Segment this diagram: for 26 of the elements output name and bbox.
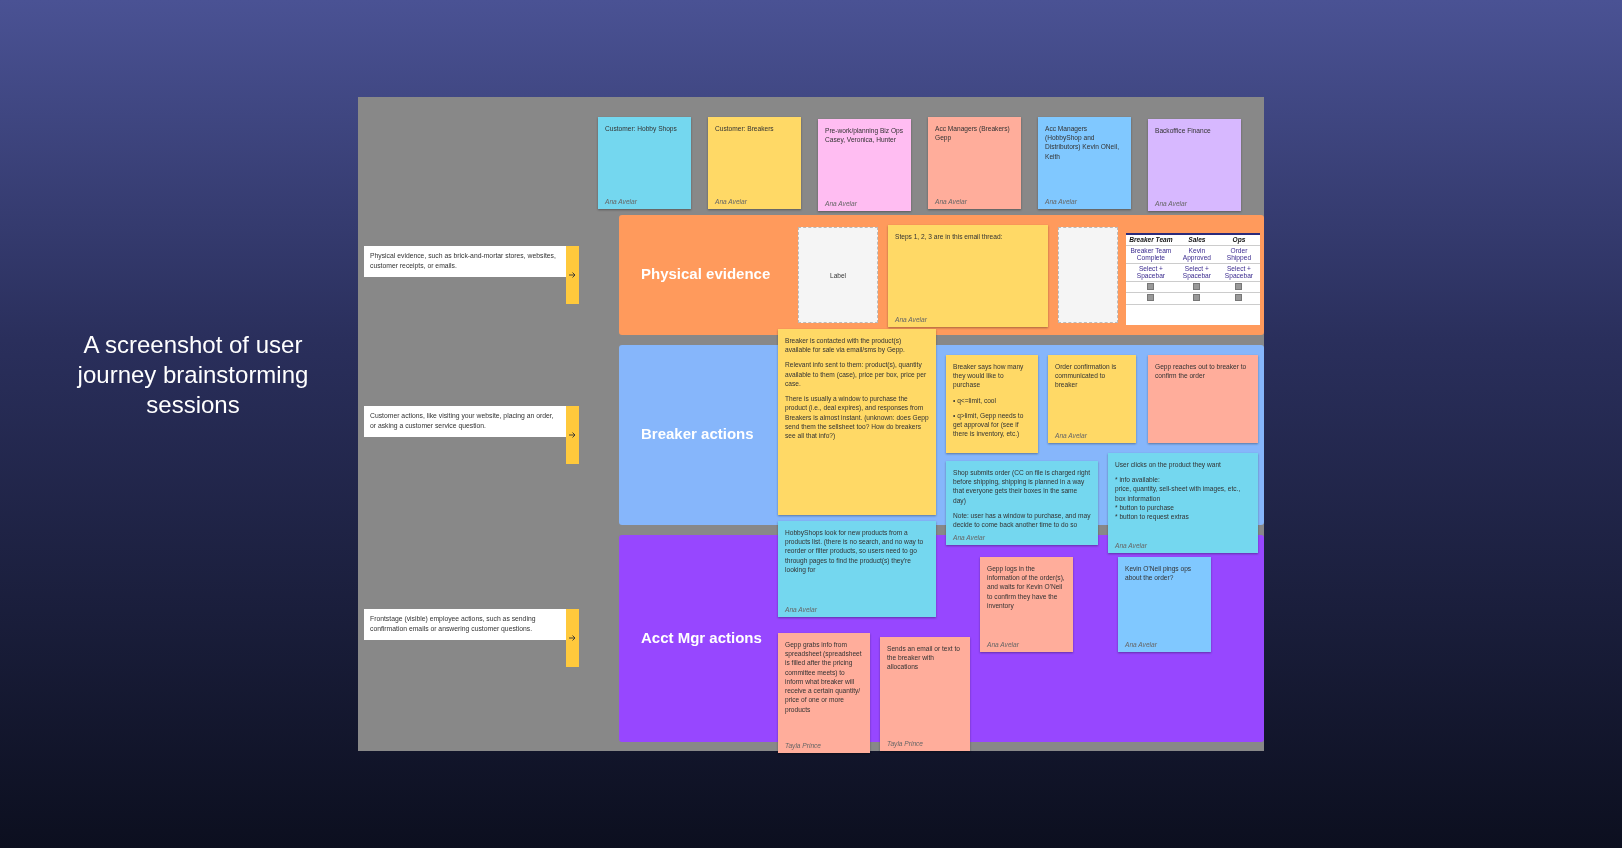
sticky-note [818, 119, 911, 211]
sticky-note [1108, 453, 1258, 553]
sticky-note [778, 633, 870, 753]
sticky-note [1148, 355, 1258, 443]
sticky-note [980, 557, 1073, 652]
swimlane-band [619, 215, 1264, 335]
sticky-note [1148, 119, 1241, 211]
caption-text: A screenshot of user journey brainstorming sessions [76, 330, 310, 420]
sticky-note [888, 225, 1048, 327]
sticky-note [598, 117, 691, 209]
sticky-note [778, 329, 936, 515]
lane-title: Acct Mgr actions [641, 628, 762, 646]
sticky-note [880, 637, 970, 751]
sticky-note [946, 461, 1098, 545]
sticky-note [1038, 117, 1131, 209]
sticky-note [946, 355, 1038, 453]
sticky-note [928, 117, 1021, 209]
lane-title: Breaker actions [641, 425, 754, 442]
sticky-note [708, 117, 801, 209]
placeholder-box [1058, 227, 1118, 323]
sticky-note [1048, 355, 1136, 443]
sticky-note [778, 521, 936, 617]
placeholder-box [798, 227, 878, 323]
lane-title: Physical evidence [641, 265, 771, 282]
sticky-note [1118, 557, 1211, 652]
status-table [1126, 233, 1260, 325]
